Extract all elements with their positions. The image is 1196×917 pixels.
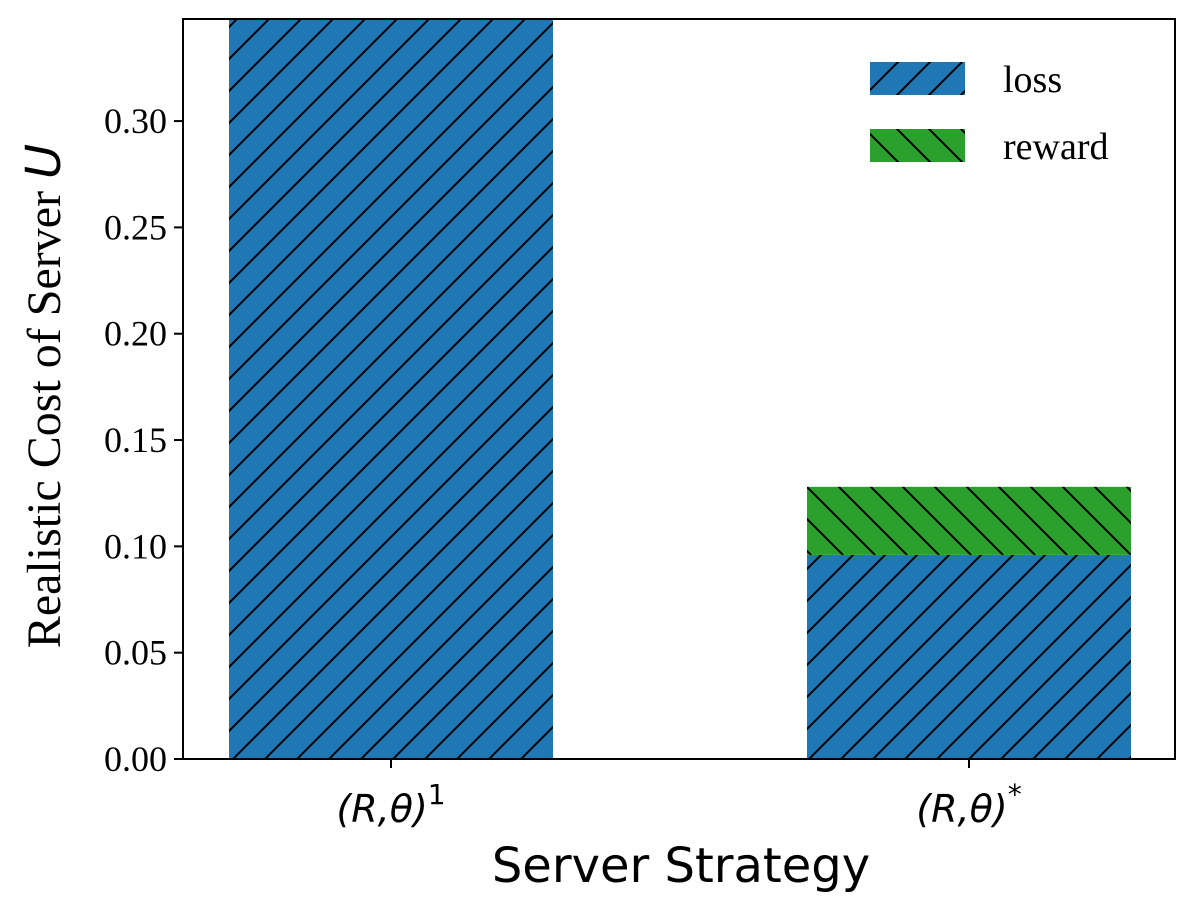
- bar-loss-1: [229, 19, 553, 759]
- y-axis-label: Realistic Cost of Server U: [16, 144, 72, 648]
- y-tick-label: 0.10: [104, 526, 167, 566]
- x-tick-label: (R,θ)1: [336, 778, 445, 831]
- y-tick-label: 0.30: [104, 101, 167, 141]
- y-tick-label: 0.00: [104, 739, 167, 779]
- bar-loss-2: [807, 554, 1131, 759]
- x-tick-label-sup: *: [1008, 778, 1022, 811]
- legend-label-reward: reward: [1003, 126, 1108, 168]
- legend-label-loss: loss: [1003, 59, 1062, 101]
- x-axis-label: Server Strategy: [492, 838, 870, 894]
- y-axis-label-variable: U: [16, 144, 72, 179]
- y-tick-label: 0.05: [104, 633, 167, 673]
- legend-swatch-loss: [870, 62, 965, 95]
- y-axis-label-text: Realistic Cost of Server: [18, 179, 71, 648]
- plot-frame: [182, 18, 1176, 760]
- y-tick-label: 0.15: [104, 420, 167, 460]
- x-axis: (R,θ)1(R,θ)*: [336, 759, 1022, 831]
- x-tick-label-base: (R,θ): [916, 787, 1007, 831]
- bar-reward-2: [807, 486, 1131, 555]
- legend-swatch-reward: [870, 129, 965, 162]
- y-tick-label: 0.25: [104, 207, 167, 247]
- x-tick-label: (R,θ)*: [916, 778, 1021, 831]
- x-tick-label-base: (R,θ): [336, 787, 427, 831]
- y-axis: 0.00 0.05 0.10 0.15 0.20 0.25 0.30: [104, 101, 183, 779]
- y-tick-label: 0.20: [104, 314, 167, 354]
- bars: [229, 19, 1131, 759]
- legend: loss reward: [870, 59, 1108, 168]
- x-tick-label-sup: 1: [428, 778, 446, 811]
